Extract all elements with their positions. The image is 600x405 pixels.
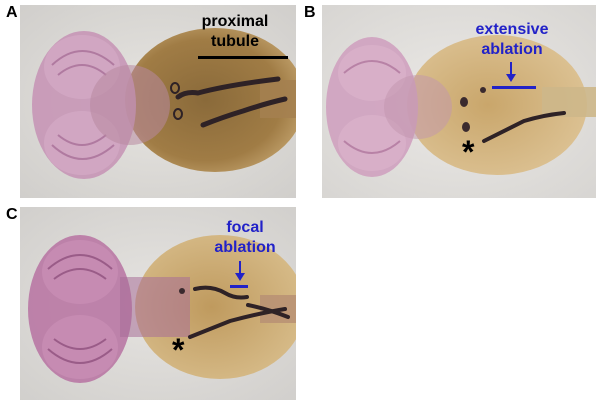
proximal-tubule-bar xyxy=(198,56,288,59)
panel-letter-c: C xyxy=(6,206,18,223)
ablation-site-asterisk-b: * xyxy=(462,134,475,170)
panel-letter-b: B xyxy=(304,4,316,21)
extensive-ablation-bar xyxy=(492,86,536,89)
extensive-ablation-arrow-icon xyxy=(505,62,517,82)
extensive-ablation-label-line2: ablation xyxy=(481,41,543,58)
focal-ablation-label: focal ablation xyxy=(205,218,285,258)
panel-b-micrograph xyxy=(322,5,596,198)
focal-ablation-arrow-icon xyxy=(234,261,246,281)
extensive-ablation-label-line1: extensive xyxy=(475,21,549,38)
panel-c-micrograph xyxy=(20,207,296,400)
proximal-tubule-label-line2: tubule xyxy=(211,33,259,50)
proximal-tubule-label: proximal tubule xyxy=(185,12,285,52)
extensive-ablation-label: extensive ablation xyxy=(462,20,562,60)
ablation-site-asterisk-c: * xyxy=(172,332,185,368)
focal-ablation-label-line2: ablation xyxy=(214,239,276,256)
focal-ablation-label-line1: focal xyxy=(226,219,264,236)
focal-ablation-bar xyxy=(230,285,248,288)
zebrafish-larva-a-image xyxy=(20,5,296,198)
panel-a-micrograph xyxy=(20,5,296,198)
zebrafish-larva-b-image xyxy=(322,5,596,198)
panel-letter-a: A xyxy=(6,4,18,21)
proximal-tubule-label-line1: proximal xyxy=(201,13,269,30)
zebrafish-larva-c-image xyxy=(20,207,296,400)
